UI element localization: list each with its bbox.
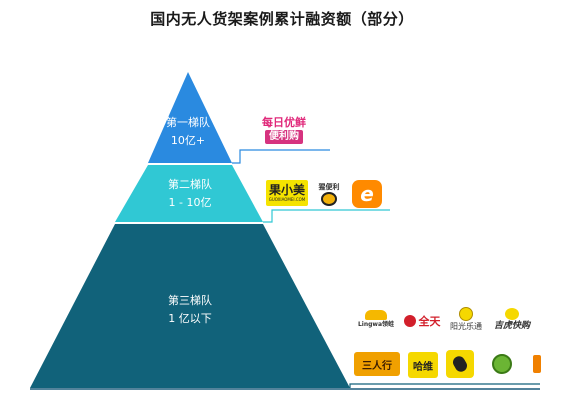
yangguang-text: 阳光乐通 [450,322,482,331]
houbianli-logo: 猩便利 [314,180,344,208]
tier-2-band [115,165,263,222]
sanren-text: 三人行 [362,360,392,372]
tier-1-amount: 10亿+ [170,134,206,147]
haixiu-logo: 哈维 [408,352,438,378]
tier-1-label: 第一梯队 10亿+ [158,114,218,150]
partial-logo [530,352,544,376]
quantian-text: 全天 [418,315,441,328]
houbianli-text: 猩便利 [318,182,340,191]
lingwa-logo: Lingwa领蛙 [354,306,398,334]
quantian-logo: 全天 [402,312,442,330]
qiehu-icon [505,308,519,320]
e-icon: e [360,182,374,206]
page-title: 国内无人货架案例累计融资额（部分） [150,10,414,28]
penguin-icon [450,354,470,374]
tier-2-connector [263,209,390,223]
tier-2-name: 第二梯队 [168,178,212,191]
e-bianli-logo: e [352,180,382,208]
tier-1-name: 第一梯队 [166,116,210,129]
penguin-logo [446,350,474,378]
monkey-face-icon [321,191,337,206]
tier-2-amount: 1 - 10亿 [168,196,212,209]
meiriyouxian-logo: 每日优鲜 便利购 [252,114,316,146]
yangguang-logo: 阳光乐通 [446,306,486,334]
tier-1-connector [232,149,330,164]
quantian-badge-icon [403,315,416,327]
sun-icon [459,307,473,321]
tier-3-name: 第三梯队 [168,294,212,307]
monkey-circle-icon [492,354,512,374]
guoxiaomei-logo: 果小美 GUOXIAOMEI.COM [266,180,308,206]
tier-2-label: 第二梯队 1 - 10亿 [155,176,225,212]
guoxiaomei-text: 果小美 [268,183,305,197]
lingwa-text: Lingwa领蛙 [357,321,395,328]
guoxiaomei-sub-text: GUOXIAOMEI.COM [268,197,306,202]
frog-icon [365,310,387,320]
tier-1-band [148,72,232,163]
qiehu-text: 吉虎快购 [493,321,530,331]
haixiu-text: 哈维 [413,361,433,373]
meiriyouxian-text: 每日优鲜 [262,116,306,129]
bianligou-text: 便利购 [265,130,303,144]
monkey-logo [488,350,516,378]
tier-3-label: 第三梯队 1 亿以下 [155,292,225,328]
qiehu-logo: 吉虎快购 [492,306,532,334]
sanren-logo: 三人行 [354,352,400,376]
tier-3-band [30,224,350,388]
tier-3-connector [349,383,540,388]
tier-3-amount: 1 亿以下 [168,312,212,325]
partial-logo-icon [533,355,541,373]
